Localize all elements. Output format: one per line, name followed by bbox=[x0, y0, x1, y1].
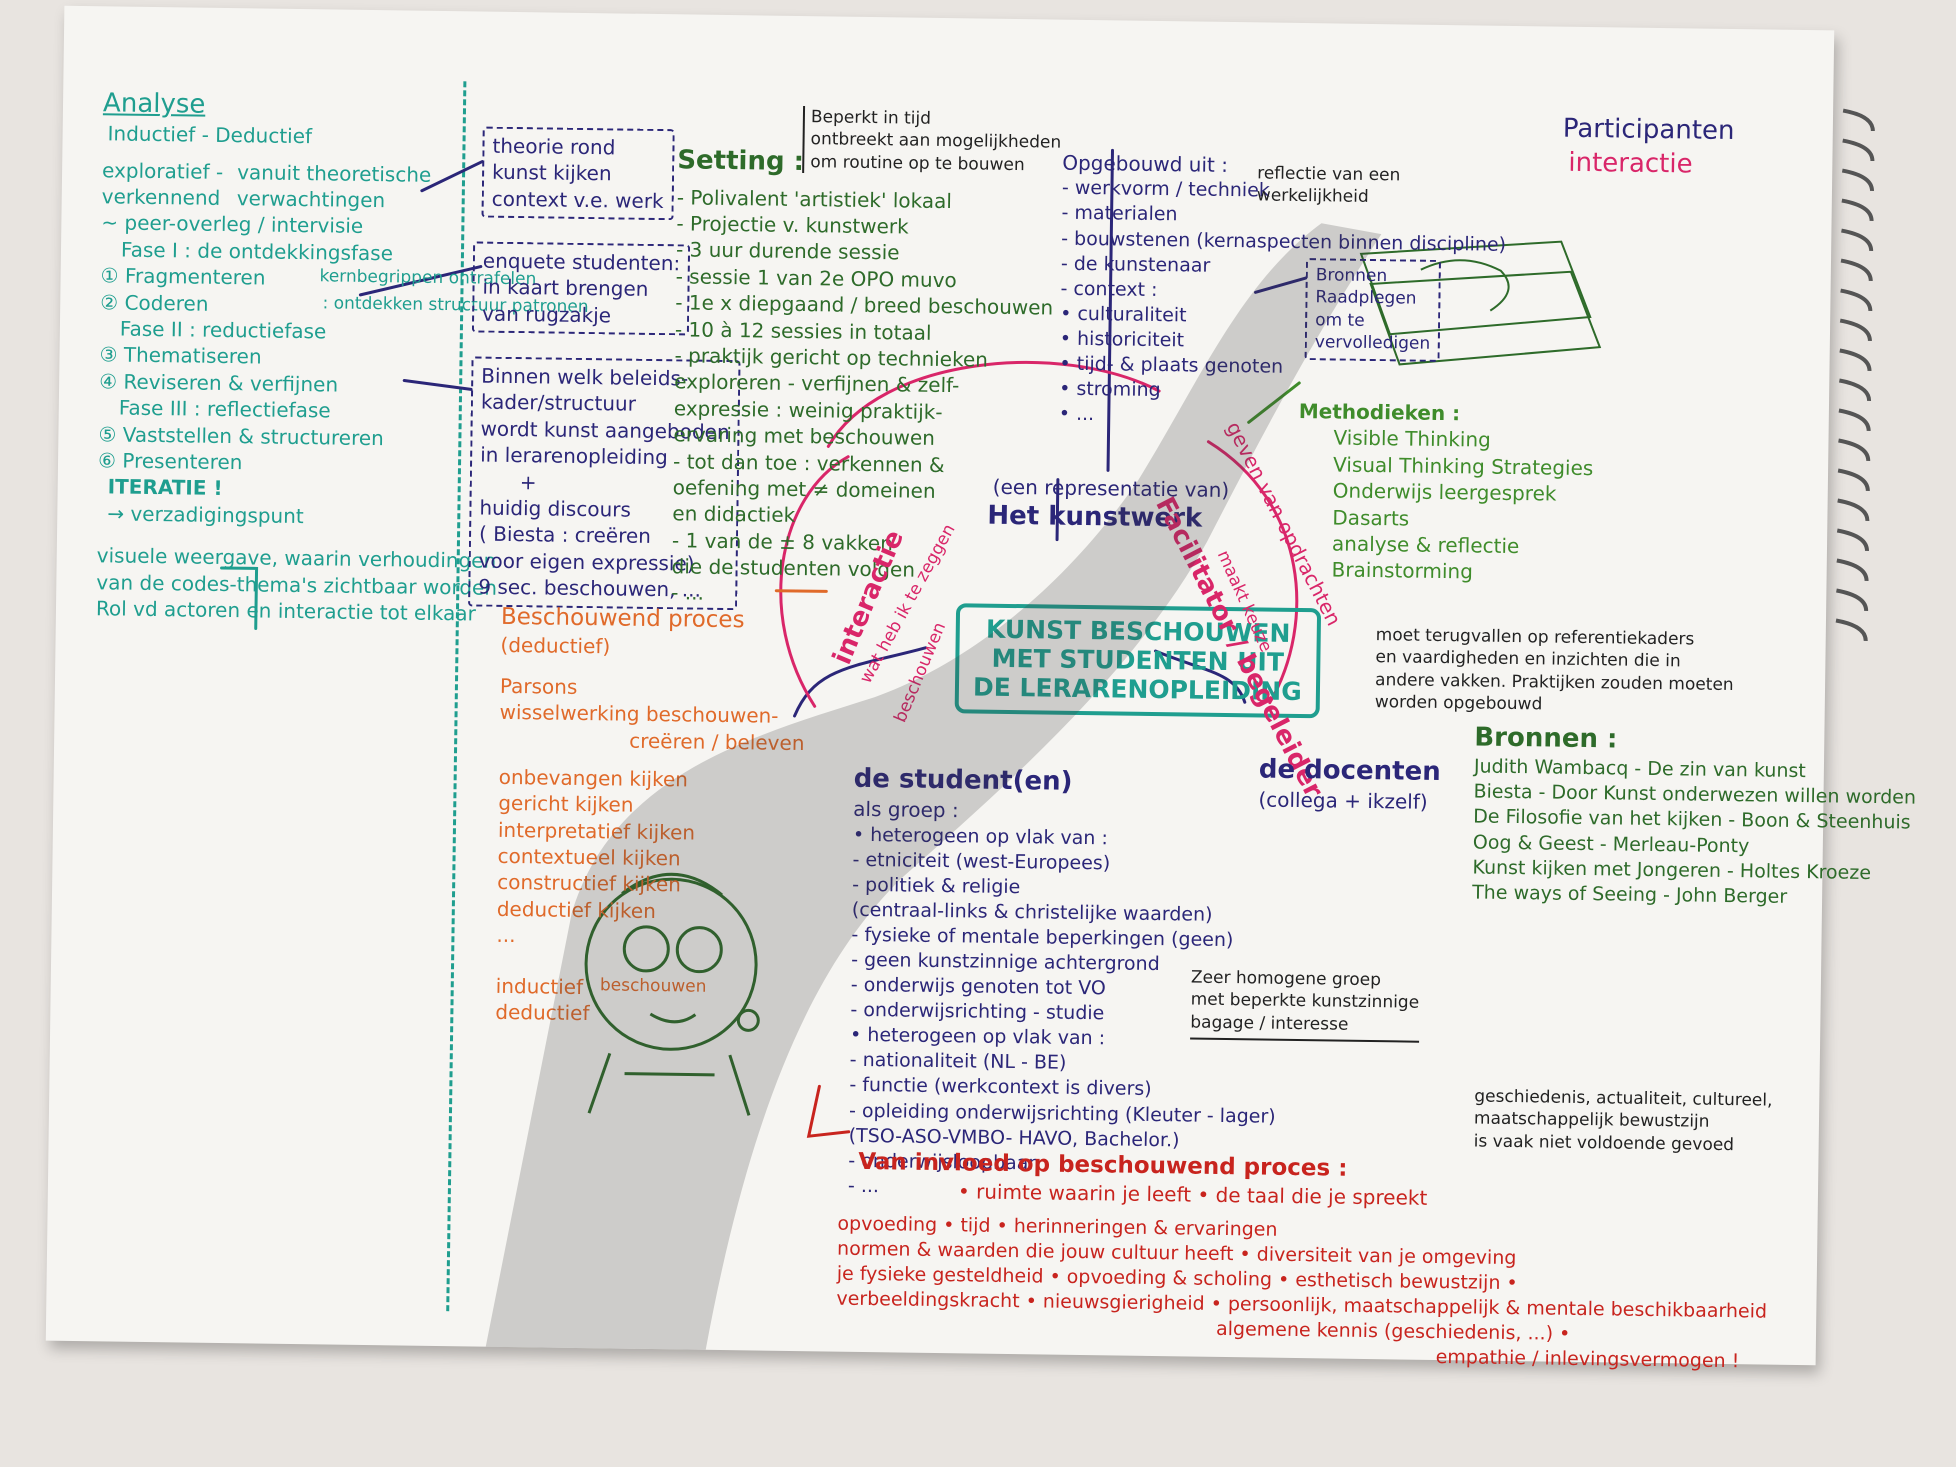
enquete-line3: van rugzakje bbox=[481, 301, 612, 328]
connector-lines bbox=[220, 148, 1602, 1138]
methodieken-items: Visible Thinking Visual Thinking Strateg… bbox=[1331, 425, 1593, 587]
analyse-step2-label: ② Coderen bbox=[100, 289, 209, 316]
inductief-row: inductief deductief beschouwen bbox=[495, 972, 801, 1029]
geschiedenis-note: geschiedenis, actualiteit, cultureel, ma… bbox=[1474, 1086, 1773, 1157]
analyse-step1-label: ① Fragmenteren bbox=[100, 263, 266, 290]
analyse-verkennend: verkennend bbox=[101, 184, 221, 210]
analyse-vanuit: vanuit theoretische bbox=[237, 159, 432, 187]
enquete-line2: in kaart brengen bbox=[482, 274, 649, 302]
beschouwend-title: Beschouwend proces bbox=[500, 603, 745, 634]
docenten-section: de docenten (collega + ikzelf) bbox=[1258, 752, 1441, 815]
geschiedenis-line3: is vaak niet voldoende gevoed bbox=[1473, 1131, 1735, 1156]
beschouwend-sub: (deductief) bbox=[500, 633, 611, 659]
bronnen-section: Bronnen : Judith Wambacq - De zin van ku… bbox=[1472, 720, 1917, 911]
bronnen-items: Judith Wambacq - De zin van kunst Biesta… bbox=[1472, 755, 1916, 912]
notebook-page: Analyse Inductief - Deductief exploratie… bbox=[45, 5, 1916, 1373]
reflectie-note: reflectie van een werkelijkheid bbox=[1257, 162, 1401, 209]
artwork-sketch bbox=[1359, 240, 1602, 366]
methodiek-item: Dasarts bbox=[1332, 505, 1410, 531]
bronnen-raadplegen-box: Bronnen Raadplegen om te vervolledigen bbox=[1304, 258, 1442, 362]
docenten-sub: (collega + ikzelf) bbox=[1258, 787, 1428, 815]
bronnen-raad-line1: Bronnen bbox=[1315, 265, 1388, 287]
portrait-doodle bbox=[584, 872, 760, 1116]
setting-note: Beperkt in tijd ontbreekt aan mogelijkhe… bbox=[802, 106, 1062, 177]
participanten-title: Participanten bbox=[1562, 113, 1735, 147]
methodiek-item: Brainstorming bbox=[1331, 557, 1474, 584]
setting-note3: om routine op te bouwen bbox=[810, 152, 1025, 176]
methodieken-title: Methodieken : bbox=[1298, 398, 1461, 426]
deductief-label: deductief bbox=[495, 999, 590, 1026]
homogene-note: Zeer homogene groep met beperkte kunstzi… bbox=[1190, 966, 1420, 1044]
setting-section: Beperkt in tijd ontbreekt aan mogelijkhe… bbox=[671, 104, 1062, 611]
theorie-line1: theorie rond bbox=[492, 133, 616, 160]
homogene-line1: Zeer homogene groep bbox=[1190, 967, 1382, 991]
spiral-binding bbox=[1835, 108, 1875, 642]
analyse-exploratief: exploratief - bbox=[101, 157, 224, 184]
participanten-interactie: interactie bbox=[1568, 148, 1693, 180]
methodiek-item: analyse & reflectie bbox=[1331, 531, 1520, 559]
inductief-label: inductief bbox=[495, 973, 584, 999]
kijken-item: deductief kijken bbox=[496, 896, 657, 923]
kijken-item: gericht kijken bbox=[498, 791, 634, 818]
bronnen-raad-line2: Raadplegen bbox=[1315, 287, 1417, 310]
homogene-line3: bagage / interesse bbox=[1190, 1012, 1349, 1035]
participanten-section: Participanten interactie bbox=[1562, 112, 1735, 183]
analyse-verwachtingen: verwachtingen bbox=[236, 186, 386, 213]
kijken-item: constructief kijken bbox=[497, 870, 682, 897]
terugvallen-note: moet terugvallen op referentiekaders en … bbox=[1375, 624, 1735, 719]
reflectie-line2: werkelijkheid bbox=[1256, 185, 1369, 208]
beschouwend-wissel2: creëren / beleven bbox=[629, 728, 805, 755]
homogene-line2: met beperkte kunstzinnige bbox=[1190, 989, 1420, 1014]
invloed-body: opvoeding • tijd • herinneringen & ervar… bbox=[836, 1212, 1769, 1375]
beschouwend-section: Beschouwend proces (deductief) Parsons w… bbox=[495, 602, 806, 1030]
theorie-line2: kunst kijken bbox=[491, 160, 612, 186]
enquete-line1: enquete studenten: bbox=[482, 248, 681, 276]
methodieken-section: Methodieken : Visible Thinking Visual Th… bbox=[1296, 398, 1594, 587]
kijken-items: onbevangen kijken gericht kijken interpr… bbox=[496, 764, 804, 953]
setting-items: - Polivalent 'artistiek' lokaal - Projec… bbox=[671, 184, 1060, 612]
bronnen-raad-line3: om te bbox=[1314, 310, 1365, 331]
beschouwend-wissel1: wisselwerking beschouwen- bbox=[499, 699, 779, 728]
theorie-box: theorie rond kunst kijken context v.e. w… bbox=[481, 126, 675, 221]
bronnen-raad-line4: vervolledigen bbox=[1314, 332, 1431, 355]
invloed-line7: empathie / inlevingsvermogen ! bbox=[1435, 1346, 1740, 1373]
setting-note2: ontbreekt aan mogelijkheden bbox=[810, 129, 1062, 154]
docenten-title: de docenten bbox=[1258, 754, 1441, 787]
methodiek-item: Visual Thinking Strategies bbox=[1332, 452, 1594, 480]
beschouwen-word: beschouwen bbox=[599, 974, 707, 997]
methodiek-item: Onderwijs leergesprek bbox=[1332, 478, 1557, 506]
invloed-section: Van invloed op beschouwend proces : • ru… bbox=[858, 1147, 1428, 1212]
theorie-line3: context v.e. werk bbox=[491, 186, 664, 213]
methodiek-item: Visible Thinking bbox=[1333, 425, 1491, 453]
enquete-box: enquete studenten: in kaart brengen van … bbox=[471, 241, 691, 336]
reflectie-line1: reflectie van een bbox=[1257, 163, 1401, 186]
